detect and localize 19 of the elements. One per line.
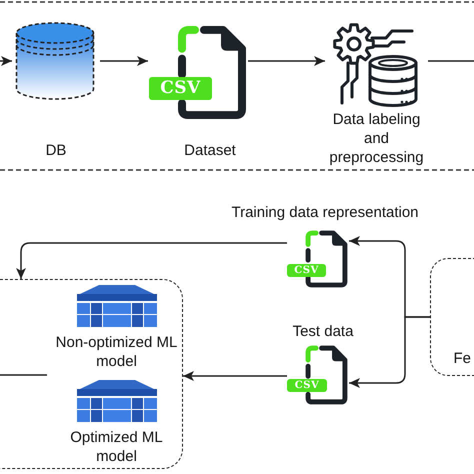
arrow bbox=[248, 56, 325, 66]
node-label: Optimized ML model bbox=[69, 428, 164, 466]
node-label: Data labeling and preprocessing bbox=[328, 110, 425, 167]
node-label: DB bbox=[44, 141, 68, 160]
dashed-group-box bbox=[0, 279, 183, 469]
connector-line bbox=[428, 60, 474, 62]
node-caption: Test data bbox=[292, 322, 354, 341]
arrow bbox=[349, 316, 430, 388]
arrow bbox=[183, 371, 287, 381]
node-label: Fe bbox=[454, 348, 472, 368]
arrow bbox=[16, 242, 287, 279]
file-type-badge: CSV bbox=[287, 379, 327, 392]
file-type-badge: CSV bbox=[149, 77, 212, 100]
file-type-badge: CSV bbox=[287, 264, 326, 277]
node-label: Non-optimized ML model bbox=[54, 332, 178, 370]
arrow bbox=[100, 56, 148, 66]
node-caption: Training data representation bbox=[230, 203, 420, 222]
node-label: Dataset bbox=[183, 141, 237, 160]
arrow bbox=[0, 56, 12, 66]
